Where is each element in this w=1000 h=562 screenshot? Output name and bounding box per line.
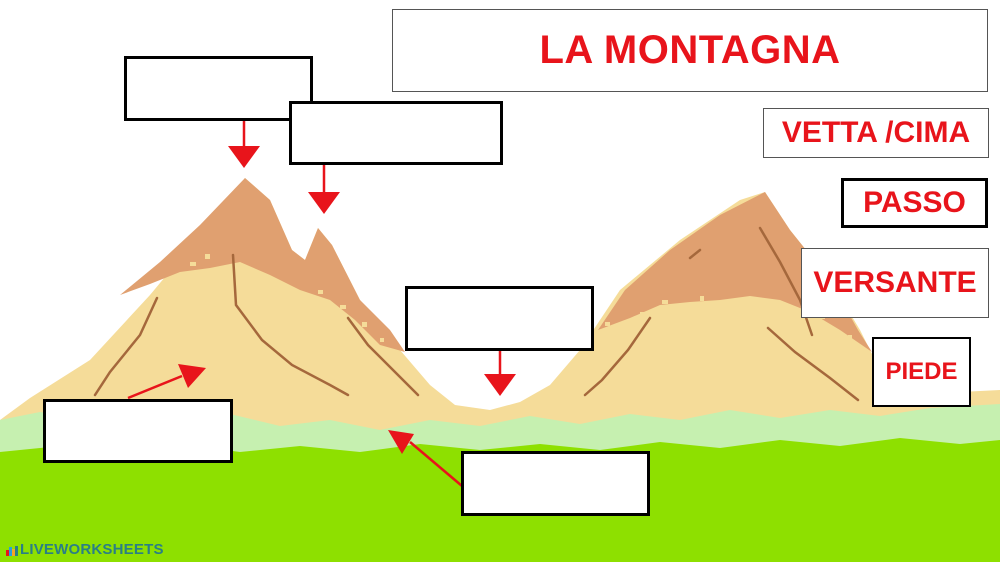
- arrow-summit-icon: [228, 146, 260, 168]
- arrow-slope-icon: [178, 364, 206, 388]
- drop-box-summit[interactable]: [124, 56, 313, 121]
- word-card-piede[interactable]: PIEDE: [872, 337, 971, 407]
- drop-box-foot[interactable]: [461, 451, 650, 516]
- drop-box-pass[interactable]: [405, 286, 594, 351]
- arrow-foot-icon: [388, 430, 414, 454]
- drop-box-secondary-peak[interactable]: [289, 101, 503, 165]
- brand-name: LIVEWORKSHEETS: [20, 541, 164, 558]
- ridge-lines: [93, 226, 860, 402]
- left-peak-rock: [120, 178, 405, 352]
- word-card-label: PIEDE: [885, 358, 958, 385]
- word-card-label: VERSANTE: [813, 266, 977, 299]
- page-title: LA MONTAGNA: [539, 28, 841, 72]
- pointer-arrows: [127, 120, 516, 487]
- arrow-secondary-peak-icon: [308, 192, 340, 214]
- word-card-passo[interactable]: PASSO: [841, 178, 988, 228]
- word-card-versante[interactable]: VERSANTE: [801, 248, 989, 318]
- title-banner: LA MONTAGNA: [392, 9, 988, 92]
- word-card-vetta-cima[interactable]: VETTA /CIMA: [763, 108, 989, 158]
- peak-texture: [178, 254, 852, 342]
- brand-watermark: LIVEWORKSHEETS: [6, 541, 164, 558]
- arrow-pass-icon: [484, 374, 516, 396]
- right-peak-rock: [598, 192, 872, 352]
- liveworksheets-logo-icon: [6, 545, 18, 556]
- word-card-label: PASSO: [863, 186, 966, 219]
- drop-box-slope[interactable]: [43, 399, 233, 463]
- word-card-label: VETTA /CIMA: [781, 116, 971, 149]
